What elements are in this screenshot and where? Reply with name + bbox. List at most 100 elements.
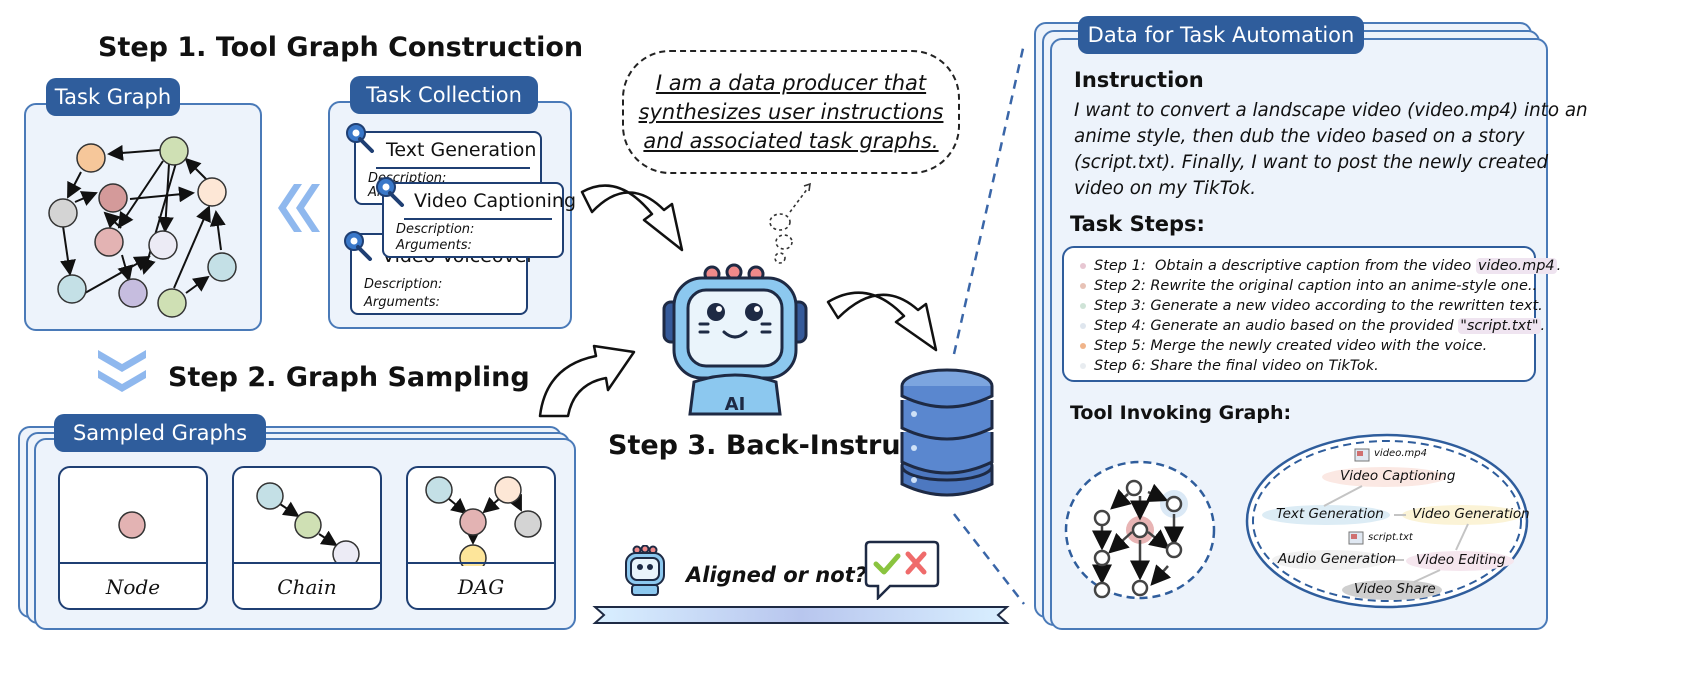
step-text: Share the final video on TikTok.: [1150, 358, 1379, 374]
tool-card-rule: [376, 167, 530, 169]
node-video-captioning: Video Captioning: [1340, 468, 1456, 484]
bubble-line-1: I am a data producer that: [655, 71, 927, 95]
task-steps-heading: Task Steps:: [1070, 212, 1205, 236]
sampled-graphs-panel: Node Chain DAG: [34, 438, 576, 630]
step-text: Merge the newly created video with the v…: [1150, 338, 1488, 354]
tool-graph-heading: Tool Invoking Graph:: [1070, 402, 1292, 424]
task-step-row: Step 3: Generate a new video according t…: [1080, 298, 1543, 314]
curved-arrow-icon: [538, 344, 636, 418]
video-file-label: video.mp4: [1374, 448, 1427, 459]
tool-card-title: Video Captioning: [414, 190, 577, 212]
tool-card-video-captioning[interactable]: Video Captioning Description: Arguments:: [382, 182, 576, 258]
thought-dots: [769, 182, 811, 264]
step-file: video.mp4: [1475, 258, 1557, 274]
tool-card-arguments: Arguments:: [364, 295, 440, 310]
task-graph-panel: [24, 103, 262, 331]
instruction-heading: Instruction: [1074, 68, 1204, 92]
curved-arrow-icon: [580, 184, 684, 252]
step3-heading: Step 3. Back-Instruct: [608, 430, 930, 461]
step-text: Generate a new video according to the re…: [1150, 298, 1543, 314]
bubble-line-3: and associated task graphs.: [643, 129, 939, 153]
step1-heading: Step 1. Tool Graph Construction: [98, 32, 584, 63]
data-automation-tab[interactable]: Data for Task Automation: [1078, 16, 1364, 54]
task-steps-list: Step 1: Obtain a descriptive caption fro…: [1062, 246, 1561, 382]
step-end: .: [1556, 258, 1562, 274]
chevron-double-down-icon: [98, 350, 146, 392]
step-text: Obtain a descriptive caption from the vi…: [1154, 258, 1472, 274]
step-label: Step 2:: [1094, 278, 1146, 294]
check-cross-bubble-icon: [864, 540, 940, 600]
task-collection-panel: Video Voiceover Description: Arguments: …: [328, 101, 576, 329]
sample-dag-card[interactable]: DAG: [406, 466, 556, 610]
instruction-text: I want to convert a landscape video (vid…: [1074, 98, 1588, 202]
sample-caption: Chain: [234, 562, 380, 608]
step-file: "script.txt": [1458, 318, 1541, 334]
node-video-generation: Video Generation: [1412, 506, 1530, 522]
step-label: Step 3:: [1094, 298, 1146, 314]
ribbon-banner: [592, 606, 1010, 624]
tool-graph-edges: [1245, 433, 1529, 609]
node-text-generation: Text Generation: [1276, 506, 1384, 522]
wrench-gear-icon: [344, 231, 372, 261]
video-file-icon: [1354, 448, 1370, 462]
step-label: Step 6:: [1094, 358, 1146, 374]
step2-heading: Step 2. Graph Sampling: [168, 362, 530, 393]
sample-node-card[interactable]: Node: [58, 466, 208, 610]
dag-graph: [425, 476, 542, 566]
database-icon: [900, 368, 994, 497]
tool-card-title: Text Generation: [386, 139, 537, 161]
step-dot: [1080, 323, 1086, 329]
step-dot: [1080, 363, 1086, 369]
chain-graph: [256, 482, 360, 564]
task-graph-diagram: [48, 136, 237, 318]
step-label: Step 5:: [1094, 338, 1146, 354]
wrench-gear-icon: [346, 123, 374, 153]
script-file-label: script.txt: [1368, 532, 1413, 543]
robot-icon: AI: [662, 263, 808, 416]
node-video-share: Video Share: [1354, 581, 1436, 597]
small-robot-icon: [625, 545, 665, 596]
task-step-row: Step 1: Obtain a descriptive caption fro…: [1080, 258, 1561, 274]
step-dot: [1080, 263, 1086, 269]
task-step-row: Step 4: Generate an audio based on the p…: [1080, 318, 1545, 334]
dashed-connector: [952, 43, 1026, 605]
sampled-graphs-tab[interactable]: Sampled Graphs: [54, 414, 266, 452]
node-audio-generation: Audio Generation: [1278, 551, 1396, 567]
step-label: Step 1:: [1094, 258, 1146, 274]
step-dot: [1080, 343, 1086, 349]
step-label: Step 4:: [1094, 318, 1146, 334]
instruction-line: anime style, then dub the video based on…: [1074, 126, 1525, 147]
sample-caption: Node: [60, 562, 206, 608]
tool-card-description: Description:: [396, 222, 475, 237]
robot-chest-label: AI: [725, 394, 746, 415]
script-file-icon: [1348, 531, 1364, 545]
task-step-row: Step 2: Rewrite the original caption int…: [1080, 278, 1537, 294]
step-dot: [1080, 303, 1086, 309]
curved-arrow-icon: [826, 291, 938, 352]
node-graph: [118, 511, 146, 539]
instruction-line: I want to convert a landscape video (vid…: [1074, 100, 1588, 121]
task-step-row: Step 5: Merge the newly created video wi…: [1080, 338, 1487, 354]
chevron-double-left-icon: [278, 184, 320, 232]
instruction-line: (script.txt). Finally, I want to post th…: [1074, 152, 1549, 173]
automation-panel: Instruction I want to convert a landscap…: [1050, 38, 1588, 630]
tool-card-arguments: Arguments:: [396, 238, 472, 253]
node-video-editing: Video Editing: [1416, 552, 1506, 568]
tool-card-description: Description:: [364, 277, 443, 292]
step-dot: [1080, 283, 1086, 289]
instruction-line: video on my TikTok.: [1074, 178, 1257, 199]
tool-card-rule: [404, 218, 552, 220]
task-step-row: Step 6: Share the final video on TikTok.: [1080, 358, 1379, 374]
step-text: Rewrite the original caption into an ani…: [1150, 278, 1538, 294]
tool-invoking-graph: video.mp4 Video Captioning Text Generati…: [1244, 432, 1530, 610]
producer-speech-bubble: I am a data producer that synthesizes us…: [622, 50, 960, 174]
task-graph-tab[interactable]: Task Graph: [46, 78, 180, 116]
task-collection-tab[interactable]: Task Collection: [350, 76, 538, 114]
step-text: Generate an audio based on the provided: [1150, 318, 1454, 334]
tool-invoking-mini-graph: [1064, 460, 1216, 600]
bubble-line-2: synthesizes user instructions: [638, 100, 944, 124]
wrench-gear-icon: [376, 177, 404, 207]
step-end: .: [1540, 318, 1546, 334]
sample-caption: DAG: [408, 562, 554, 608]
sample-chain-card[interactable]: Chain: [232, 466, 382, 610]
